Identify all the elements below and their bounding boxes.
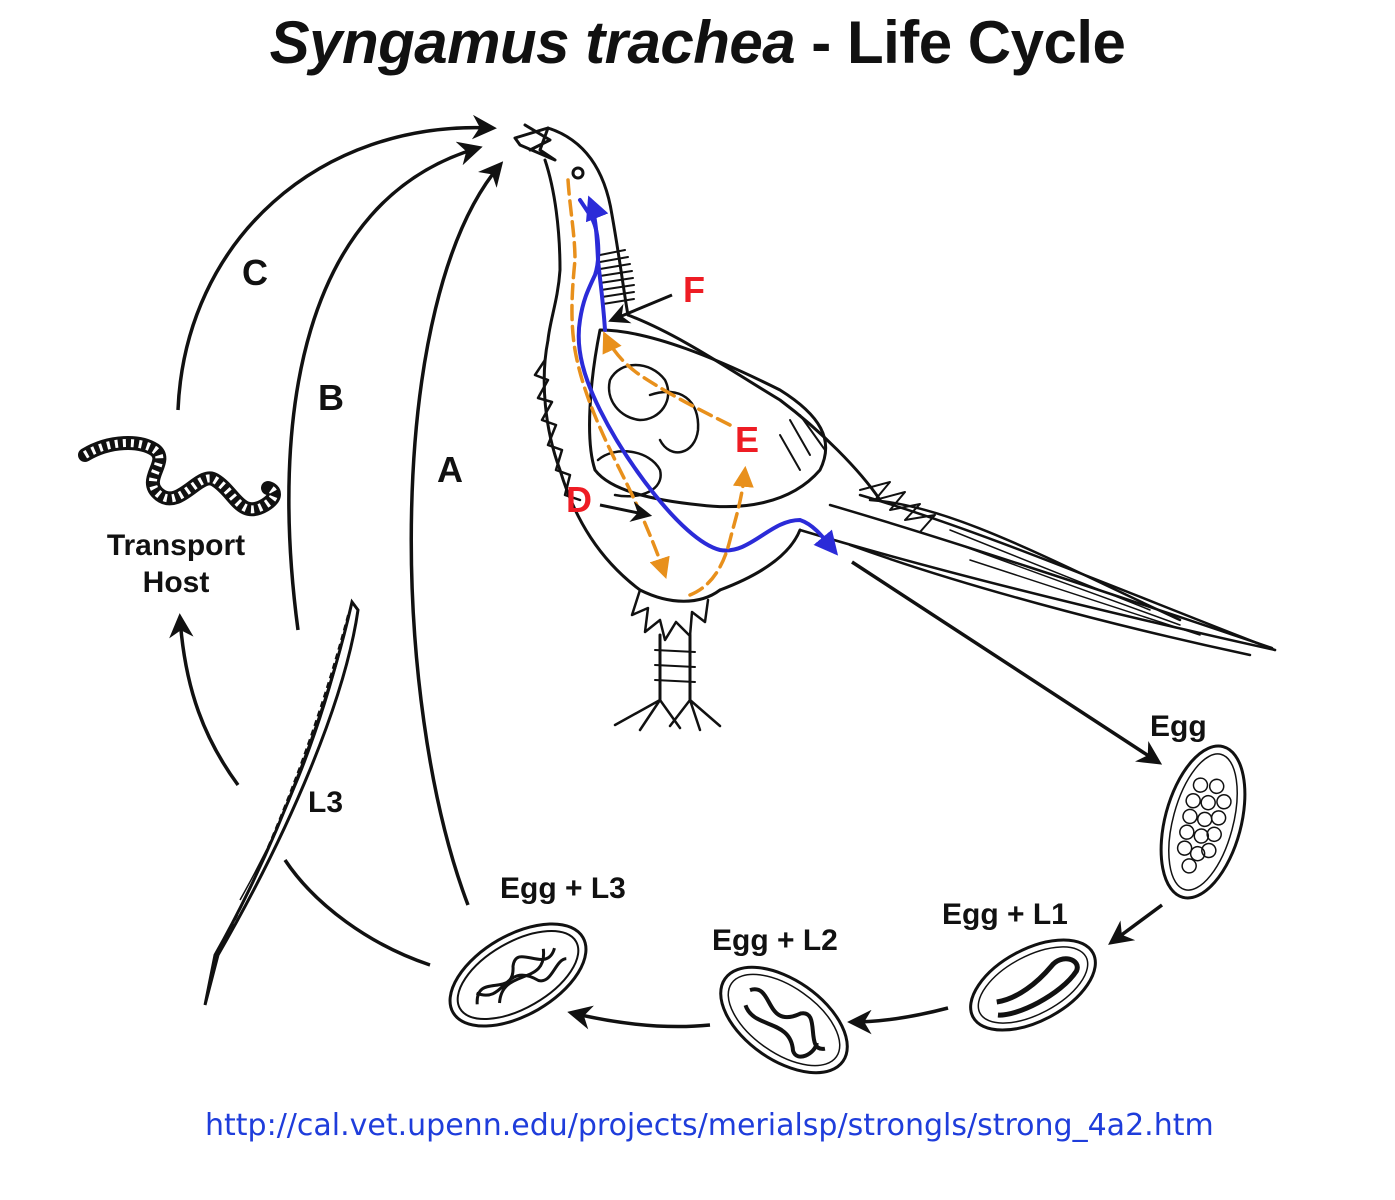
orange-ascending-path — [688, 465, 754, 597]
pheasant-host-drawing — [513, 123, 1277, 732]
egg-l2-drawing — [719, 965, 849, 1075]
title-suffix: - Life Cycle — [795, 9, 1126, 76]
label-e: E — [735, 419, 759, 460]
route-a-arrow — [409, 161, 504, 906]
egg-drawing — [1159, 744, 1247, 900]
l3-larva-drawing — [203, 598, 360, 1006]
label-f: F — [683, 269, 705, 310]
label-d: D — [566, 479, 592, 520]
earthworm-icon — [78, 436, 281, 517]
l3-label: L3 — [308, 786, 343, 819]
l3-to-transport-host-arrow — [169, 613, 240, 787]
egg-l3-label: Egg + L3 — [500, 872, 626, 905]
egg-l2-label: Egg + L2 — [712, 924, 838, 957]
transport-host-label-line2: Host — [143, 566, 210, 599]
diagram-title: Syngamus trachea - Life Cycle — [0, 8, 1395, 77]
egg-l3-to-l3-arrow — [283, 859, 431, 967]
egg-l1-to-egg-l2-arrow — [847, 1006, 949, 1035]
arrow-d — [599, 501, 653, 522]
egg-label: Egg — [1150, 710, 1207, 743]
tail-feathers — [798, 481, 1277, 657]
route-label-a: A — [437, 449, 463, 490]
route-label-b: B — [318, 377, 344, 418]
transport-host-label-line1: Transport — [107, 529, 245, 562]
egg-l3-drawing — [448, 922, 588, 1028]
bird-to-egg-arrow — [851, 560, 1163, 765]
route-b-arrow — [287, 141, 483, 631]
route-c-arrow — [176, 114, 497, 411]
blue-migration-path — [576, 198, 839, 556]
arrow-f — [608, 293, 673, 324]
orange-lung-path — [602, 331, 732, 427]
title-species: Syngamus trachea — [269, 9, 796, 76]
egg-to-egg-l1-arrow — [1108, 903, 1164, 945]
egg-l2-to-egg-l3-arrow — [567, 1005, 711, 1030]
egg-l1-label: Egg + L1 — [942, 898, 1068, 931]
source-link[interactable]: http://cal.vet.upenn.edu/projects/merial… — [205, 1108, 1214, 1143]
blue-return-path — [585, 195, 609, 332]
neck-hatching — [599, 249, 635, 305]
egg-l1-drawing — [969, 938, 1097, 1032]
route-label-c: C — [242, 252, 268, 293]
